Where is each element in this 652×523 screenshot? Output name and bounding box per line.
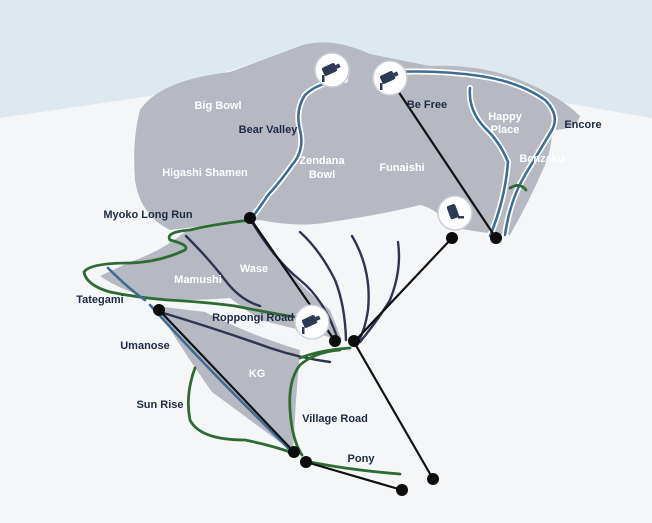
label-sun-rise: Sun Rise	[136, 399, 183, 411]
lift-station[interactable]	[288, 446, 300, 458]
label-encore: Encore	[564, 119, 601, 131]
label-be-free: Be Free	[407, 99, 447, 111]
lift-station[interactable]	[329, 335, 341, 347]
run-green-benzaku	[508, 184, 528, 192]
label-place: Place	[491, 124, 520, 136]
run-green-myoko-long-run	[82, 218, 302, 320]
lift-station[interactable]	[427, 473, 439, 485]
lift-be-free	[386, 74, 498, 240]
label-myoko-long-run: Myoko Long Run	[103, 209, 192, 221]
run-green-pony	[308, 460, 402, 476]
label-benzaku: Benzaku	[519, 153, 564, 165]
label-roppongi-road: Roppongi Road	[212, 312, 294, 324]
label-mamushi: Mamushi	[174, 274, 222, 286]
label-happy: Happy	[488, 111, 523, 123]
label-kg: KG	[249, 368, 266, 380]
camera-icon[interactable]	[437, 195, 473, 231]
label-village-road: Village Road	[302, 413, 368, 425]
label-zendana-1: Zendana	[299, 155, 345, 167]
label-big-bowl: Big Bowl	[194, 100, 241, 112]
label-pony: Pony	[348, 453, 376, 465]
run-dark-center	[298, 230, 348, 342]
camera-icon[interactable]	[294, 304, 330, 340]
lift-station[interactable]	[153, 304, 165, 316]
lift-funaishi	[352, 236, 454, 344]
label-umanose: Umanose	[120, 340, 170, 352]
label-bear-valley: Bear Valley	[239, 124, 299, 136]
label-higashi-shamen: Higashi Shamen	[162, 167, 248, 179]
lift-station[interactable]	[490, 232, 502, 244]
lift-station[interactable]	[300, 456, 312, 468]
run-dark-mamushi	[184, 234, 262, 308]
terrain-lower	[156, 306, 300, 452]
run-dark-right	[358, 240, 401, 344]
label-funaishi: Funaishi	[379, 162, 424, 174]
label-wase: Wase	[240, 263, 268, 275]
run-blue-encore	[390, 70, 557, 237]
label-zendana-2: Bowl	[309, 169, 335, 181]
lift-station[interactable]	[348, 335, 360, 347]
run-green-sun-rise	[186, 366, 292, 454]
lift-station[interactable]	[244, 212, 256, 224]
terrain-middle	[100, 220, 342, 340]
run-blue-bear-valley	[248, 78, 347, 222]
run-blue-happy-place	[468, 86, 510, 238]
run-green-connector	[298, 346, 352, 360]
lift-station[interactable]	[396, 484, 408, 496]
camera-icon[interactable]	[372, 60, 408, 96]
lift-pony	[304, 460, 404, 492]
camera-icon[interactable]	[314, 52, 350, 88]
lift-kg	[157, 308, 296, 454]
lift-station[interactable]	[446, 232, 458, 244]
run-blue-umanose	[148, 303, 294, 454]
run-blue-tategami	[106, 266, 147, 302]
label-tategami: Tategami	[76, 294, 123, 306]
lift-village	[352, 340, 435, 481]
run-green-village-road	[288, 348, 342, 457]
